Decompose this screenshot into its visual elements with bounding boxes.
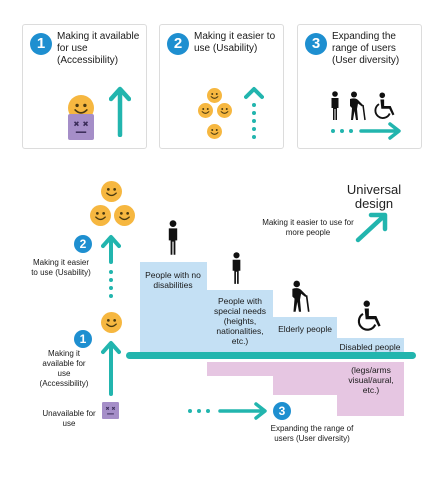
unavailable-label: Unavailable for use <box>42 409 96 428</box>
arrow-diagonal-icon <box>355 212 388 243</box>
step-3-badge: 3 <box>305 33 327 55</box>
person-icon <box>167 220 179 256</box>
pink-block-3 <box>337 362 404 416</box>
arrow-up-icon <box>109 86 131 137</box>
smiley-icon <box>217 103 232 118</box>
wheelchair-icon <box>372 91 400 121</box>
smiley-icon <box>207 124 222 139</box>
pink-block-1 <box>207 362 273 376</box>
elderly-icon <box>346 91 368 121</box>
smiley-icon <box>101 312 122 333</box>
step-3-badge: 3 <box>273 402 291 420</box>
smiley-icon <box>207 88 222 103</box>
person-icon <box>330 91 340 121</box>
group-label-disabled: Disabled people <box>339 342 401 352</box>
universal-design-title: Universal design <box>346 182 402 211</box>
group-label-elderly: Elderly people <box>278 324 332 334</box>
arrow-up-icon <box>101 235 121 298</box>
person-icon <box>231 252 242 285</box>
step-1-label: Making it available for use (Accessibili… <box>39 349 89 388</box>
group-block-special-needs <box>207 290 273 354</box>
card-accessibility: 1 Making it available for use (Accessibi… <box>22 24 147 149</box>
card-user-diversity: 3 Expanding the range of users (User div… <box>297 24 422 149</box>
step-2-label: Making it easier to use (Usability) <box>31 258 91 277</box>
smiley-icon <box>90 205 111 226</box>
smiley-icon <box>114 205 135 226</box>
card-usability: 2 Making it easier to use (Usability) <box>159 24 284 149</box>
sad-face-icon <box>102 402 119 419</box>
card-title: Expanding the range of users (User diver… <box>332 31 400 66</box>
card-title: Making it available for use (Accessibili… <box>57 31 140 66</box>
group-block-no-disabilities <box>140 262 207 354</box>
sad-face-icon <box>68 114 94 140</box>
baseline <box>126 352 416 359</box>
smiley-icon <box>101 181 122 202</box>
group-label-no-disabilities: People with no disabilities <box>145 270 201 290</box>
elderly-icon <box>288 280 312 313</box>
step-1-badge: 1 <box>30 33 52 55</box>
card-title: Making it easier to use (Usability) <box>194 31 276 54</box>
pink-block-2 <box>273 362 337 395</box>
step-2-badge: 2 <box>74 235 92 253</box>
arrow-right-icon <box>188 402 267 420</box>
wheelchair-icon <box>355 298 387 334</box>
step-3-label: Expanding the range of users (User diver… <box>270 424 354 443</box>
arrow-right-icon <box>331 122 401 140</box>
disabled-note: (legs/arms visual/aural, etc.) <box>348 365 394 395</box>
arrow-up-icon <box>244 87 264 139</box>
step-1-badge: 1 <box>74 330 92 348</box>
group-label-special-needs: People with special needs (heights, nati… <box>214 296 266 346</box>
arrow-up-icon <box>101 341 121 396</box>
smiley-icon <box>198 103 213 118</box>
universal-design-caption: Making it easier to use for more people <box>262 218 354 237</box>
step-2-badge: 2 <box>167 33 189 55</box>
group-block-disabled <box>337 338 404 354</box>
group-block-elderly <box>273 317 337 354</box>
